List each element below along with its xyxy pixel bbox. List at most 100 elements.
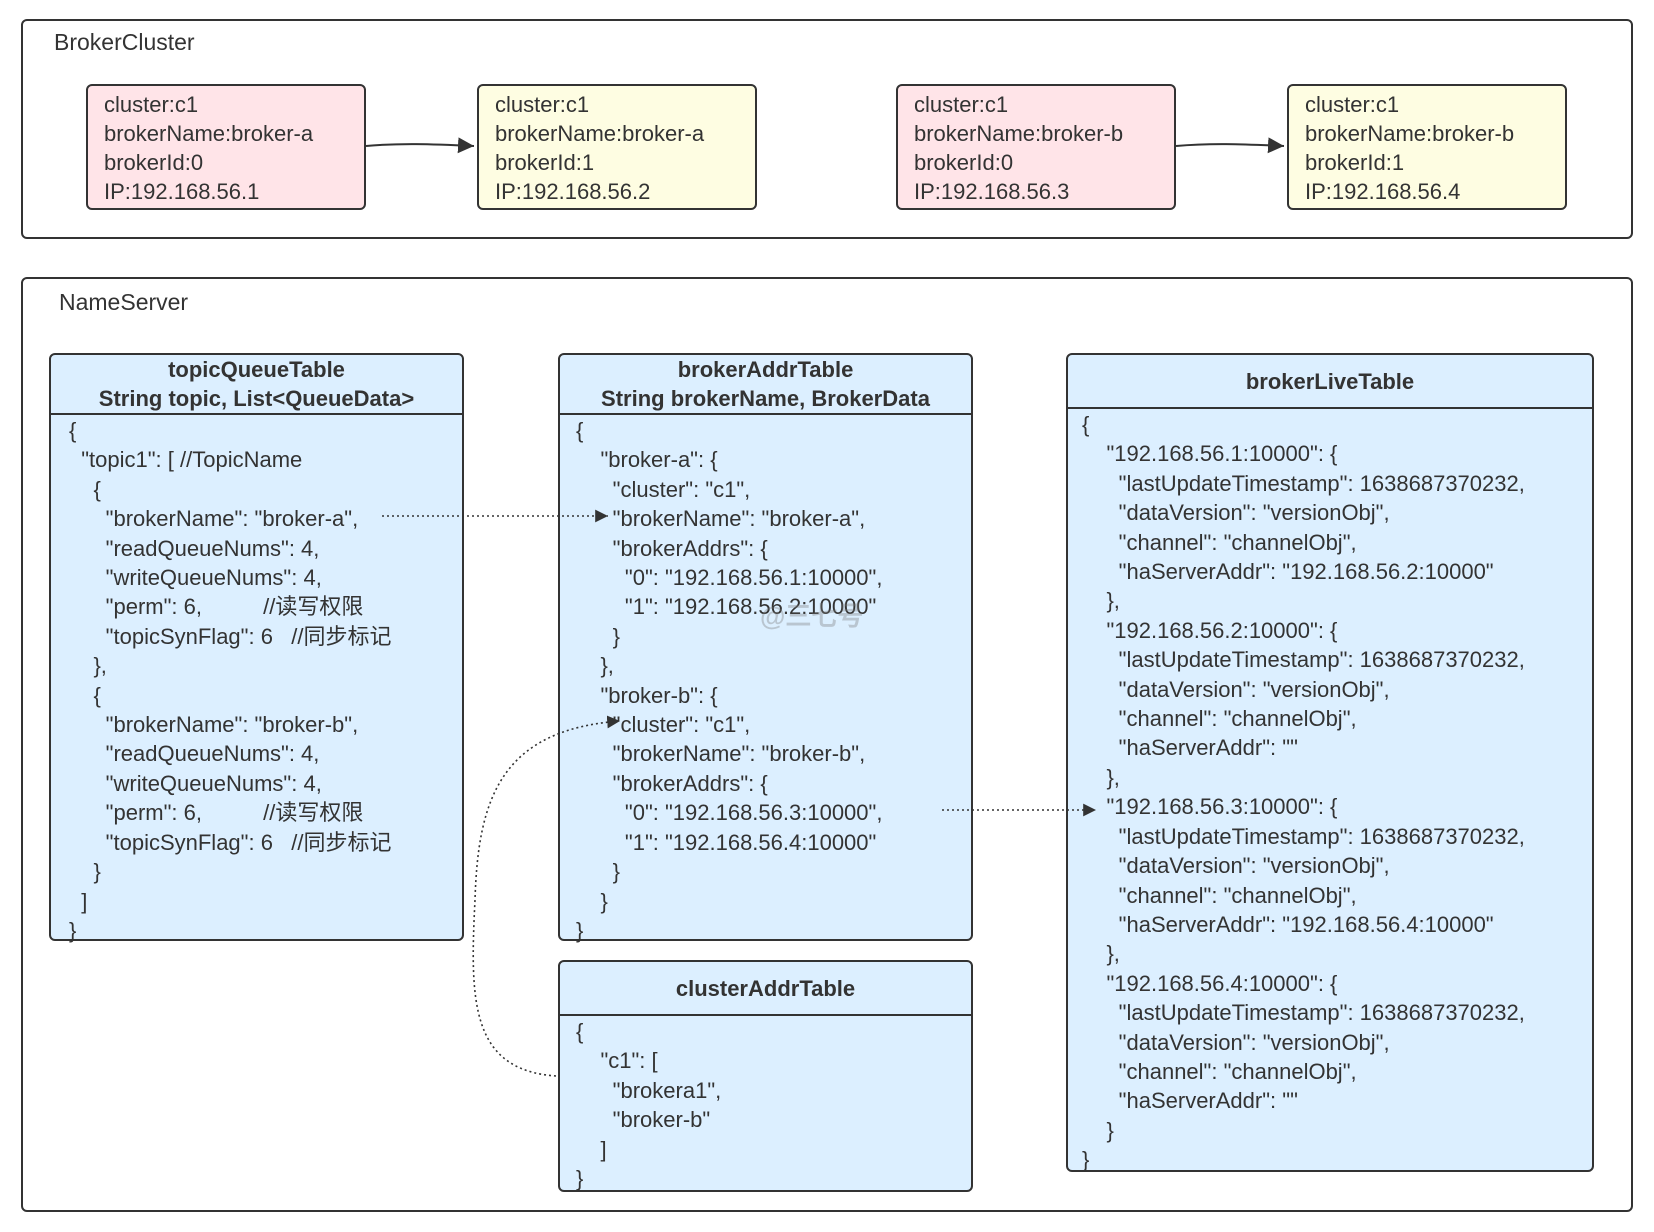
code-line: "topic1": [ //TopicName <box>69 447 303 473</box>
broker-live-table-title: brokerLiveTable <box>1245 368 1415 394</box>
broker-a-slave-node: cluster:c1 brokerName:broker-a brokerId:… <box>477 84 757 210</box>
broker-node-line: cluster:c1 <box>1305 92 1400 117</box>
code-line: "brokerName": "broker-b", <box>576 741 866 767</box>
code-line: "brokerName": "broker-b", <box>69 712 359 738</box>
code-line: { <box>1082 412 1090 437</box>
code-line: "192.168.56.3:10000": { <box>1082 794 1338 820</box>
code-line: "topicSynFlag": 6 //同步标记 <box>69 623 392 649</box>
code-line: } <box>69 917 77 943</box>
code-line: "haServerAddr": "192.168.56.2:10000" <box>1082 559 1494 585</box>
broker-b-master-node: cluster:c1 brokerName:broker-b brokerId:… <box>896 84 1176 210</box>
code-line: "readQueueNums": 4, <box>69 741 320 767</box>
code-line: ] <box>576 1136 607 1162</box>
code-line: "lastUpdateTimestamp": 1638687370232, <box>1082 470 1525 496</box>
cluster-addr-table: clusterAddrTable { "c1": [ "brokera1", "… <box>558 960 973 1192</box>
broker-node-line: brokerId:1 <box>495 150 595 175</box>
code-line: "channel": "channelObj", <box>1082 706 1357 732</box>
topic-queue-table: topicQueueTable String topic, List<Queue… <box>49 353 464 943</box>
broker-live-table-body: { "192.168.56.1:10000": { "lastUpdateTim… <box>1068 409 1592 1175</box>
code-line: "brokerName": "broker-a", <box>69 506 359 532</box>
code-line: "broker-b": { <box>576 682 718 708</box>
code-line: } <box>1082 1117 1114 1143</box>
code-line: "perm": 6, //读写权限 <box>69 800 364 826</box>
code-line: "channel": "channelObj", <box>1082 1058 1357 1084</box>
broker-node-line: IP:192.168.56.3 <box>914 179 1070 204</box>
topic-queue-table-title: topicQueueTable <box>168 357 345 382</box>
broker-node-line: brokerName:broker-a <box>495 121 705 146</box>
broker-a-master-node: cluster:c1 brokerName:broker-a brokerId:… <box>86 84 366 210</box>
code-line: "0": "192.168.56.1:10000", <box>576 565 883 591</box>
topic-queue-table-subtitle: String topic, List<QueueData> <box>98 386 415 411</box>
code-line: "broker-b" <box>576 1107 711 1133</box>
code-line: "broker-a": { <box>576 447 718 473</box>
broker-node-line: brokerId:0 <box>104 150 204 175</box>
code-line: }, <box>1082 941 1120 967</box>
code-line: } <box>576 917 584 943</box>
code-line: "lastUpdateTimestamp": 1638687370232, <box>1082 823 1525 849</box>
code-line: "dataVersion": "versionObj", <box>1082 853 1390 879</box>
code-line: "haServerAddr": "" <box>1082 1088 1298 1114</box>
code-line: }, <box>1082 588 1120 614</box>
code-line: "0": "192.168.56.3:10000", <box>576 800 883 826</box>
code-line: "1": "192.168.56.4:10000" <box>576 829 877 855</box>
broker-node-line: IP:192.168.56.1 <box>104 179 260 204</box>
code-line: "192.168.56.1:10000": { <box>1082 441 1338 467</box>
broker-live-table: brokerLiveTable { "192.168.56.1:10000": … <box>1066 353 1594 1172</box>
cluster-addr-table-title: clusterAddrTable <box>675 975 856 1001</box>
broker-addr-table-body: { "broker-a": { "cluster": "c1", "broker… <box>560 415 971 945</box>
broker-node-line: brokerName:broker-b <box>1305 121 1515 146</box>
code-line: } <box>1082 1147 1090 1173</box>
code-line: }, <box>1082 764 1120 790</box>
name-server-label: NameServer <box>59 289 189 315</box>
code-line: { <box>69 418 77 443</box>
code-line: "channel": "channelObj", <box>1082 882 1357 908</box>
code-line: }, <box>69 653 107 679</box>
broker-b-slave-node: cluster:c1 brokerName:broker-b brokerId:… <box>1287 84 1567 210</box>
broker-node-line: cluster:c1 <box>495 92 590 117</box>
broker-node-line: IP:192.168.56.2 <box>495 179 651 204</box>
code-line: "readQueueNums": 4, <box>69 535 320 561</box>
code-line: "writeQueueNums": 4, <box>69 770 322 796</box>
code-line: "192.168.56.4:10000": { <box>1082 970 1338 996</box>
broker-live-table-header: brokerLiveTable <box>1068 355 1592 409</box>
code-line: "brokerAddrs": { <box>576 535 768 561</box>
code-line: "topicSynFlag": 6 //同步标记 <box>69 829 392 855</box>
broker-addr-table: brokerAddrTable String brokerName, Broke… <box>558 353 973 943</box>
topic-queue-table-body: { "topic1": [ //TopicName { "brokerName"… <box>51 415 462 945</box>
code-line: "dataVersion": "versionObj", <box>1082 676 1390 702</box>
code-line: "brokera1", <box>576 1077 722 1103</box>
code-line: "brokerAddrs": { <box>576 770 768 796</box>
broker-node-line: brokerId:1 <box>1305 150 1405 175</box>
broker-node-line: brokerName:broker-b <box>914 121 1124 146</box>
broker-cluster-label: BrokerCluster <box>54 29 195 55</box>
broker-node-line: cluster:c1 <box>914 92 1009 117</box>
code-line: }, <box>576 653 614 679</box>
broker-addr-table-title: brokerAddrTable <box>677 357 854 382</box>
code-line: "cluster": "c1", <box>576 476 751 502</box>
broker-addr-table-header: brokerAddrTable String brokerName, Broke… <box>560 355 971 415</box>
code-line: { <box>69 476 101 502</box>
cluster-addr-table-header: clusterAddrTable <box>560 962 971 1016</box>
code-line: "haServerAddr": "" <box>1082 735 1298 761</box>
code-line: "192.168.56.2:10000": { <box>1082 617 1338 643</box>
watermark: @三七号 <box>760 601 864 631</box>
code-line: { <box>576 1019 584 1044</box>
code-line: } <box>576 623 621 649</box>
broker-node-line: brokerId:0 <box>914 150 1014 175</box>
topic-queue-table-header: topicQueueTable String topic, List<Queue… <box>51 355 462 415</box>
code-line: "cluster": "c1", <box>576 712 751 738</box>
code-line: } <box>576 1166 584 1192</box>
broker-node-line: brokerName:broker-a <box>104 121 314 146</box>
code-line: { <box>69 682 101 708</box>
code-line: "dataVersion": "versionObj", <box>1082 1029 1390 1055</box>
cluster-addr-table-body: { "c1": [ "brokera1", "broker-b" ] } <box>560 1016 971 1193</box>
broker-node-line: cluster:c1 <box>104 92 199 117</box>
code-line: "c1": [ <box>576 1048 658 1074</box>
code-line: "dataVersion": "versionObj", <box>1082 500 1390 526</box>
broker-addr-table-subtitle: String brokerName, BrokerData <box>601 386 930 411</box>
code-line: } <box>576 888 608 914</box>
code-line: { <box>576 418 584 443</box>
code-line: "writeQueueNums": 4, <box>69 565 322 591</box>
broker-node-line: IP:192.168.56.4 <box>1305 179 1461 204</box>
code-line: } <box>69 859 101 885</box>
